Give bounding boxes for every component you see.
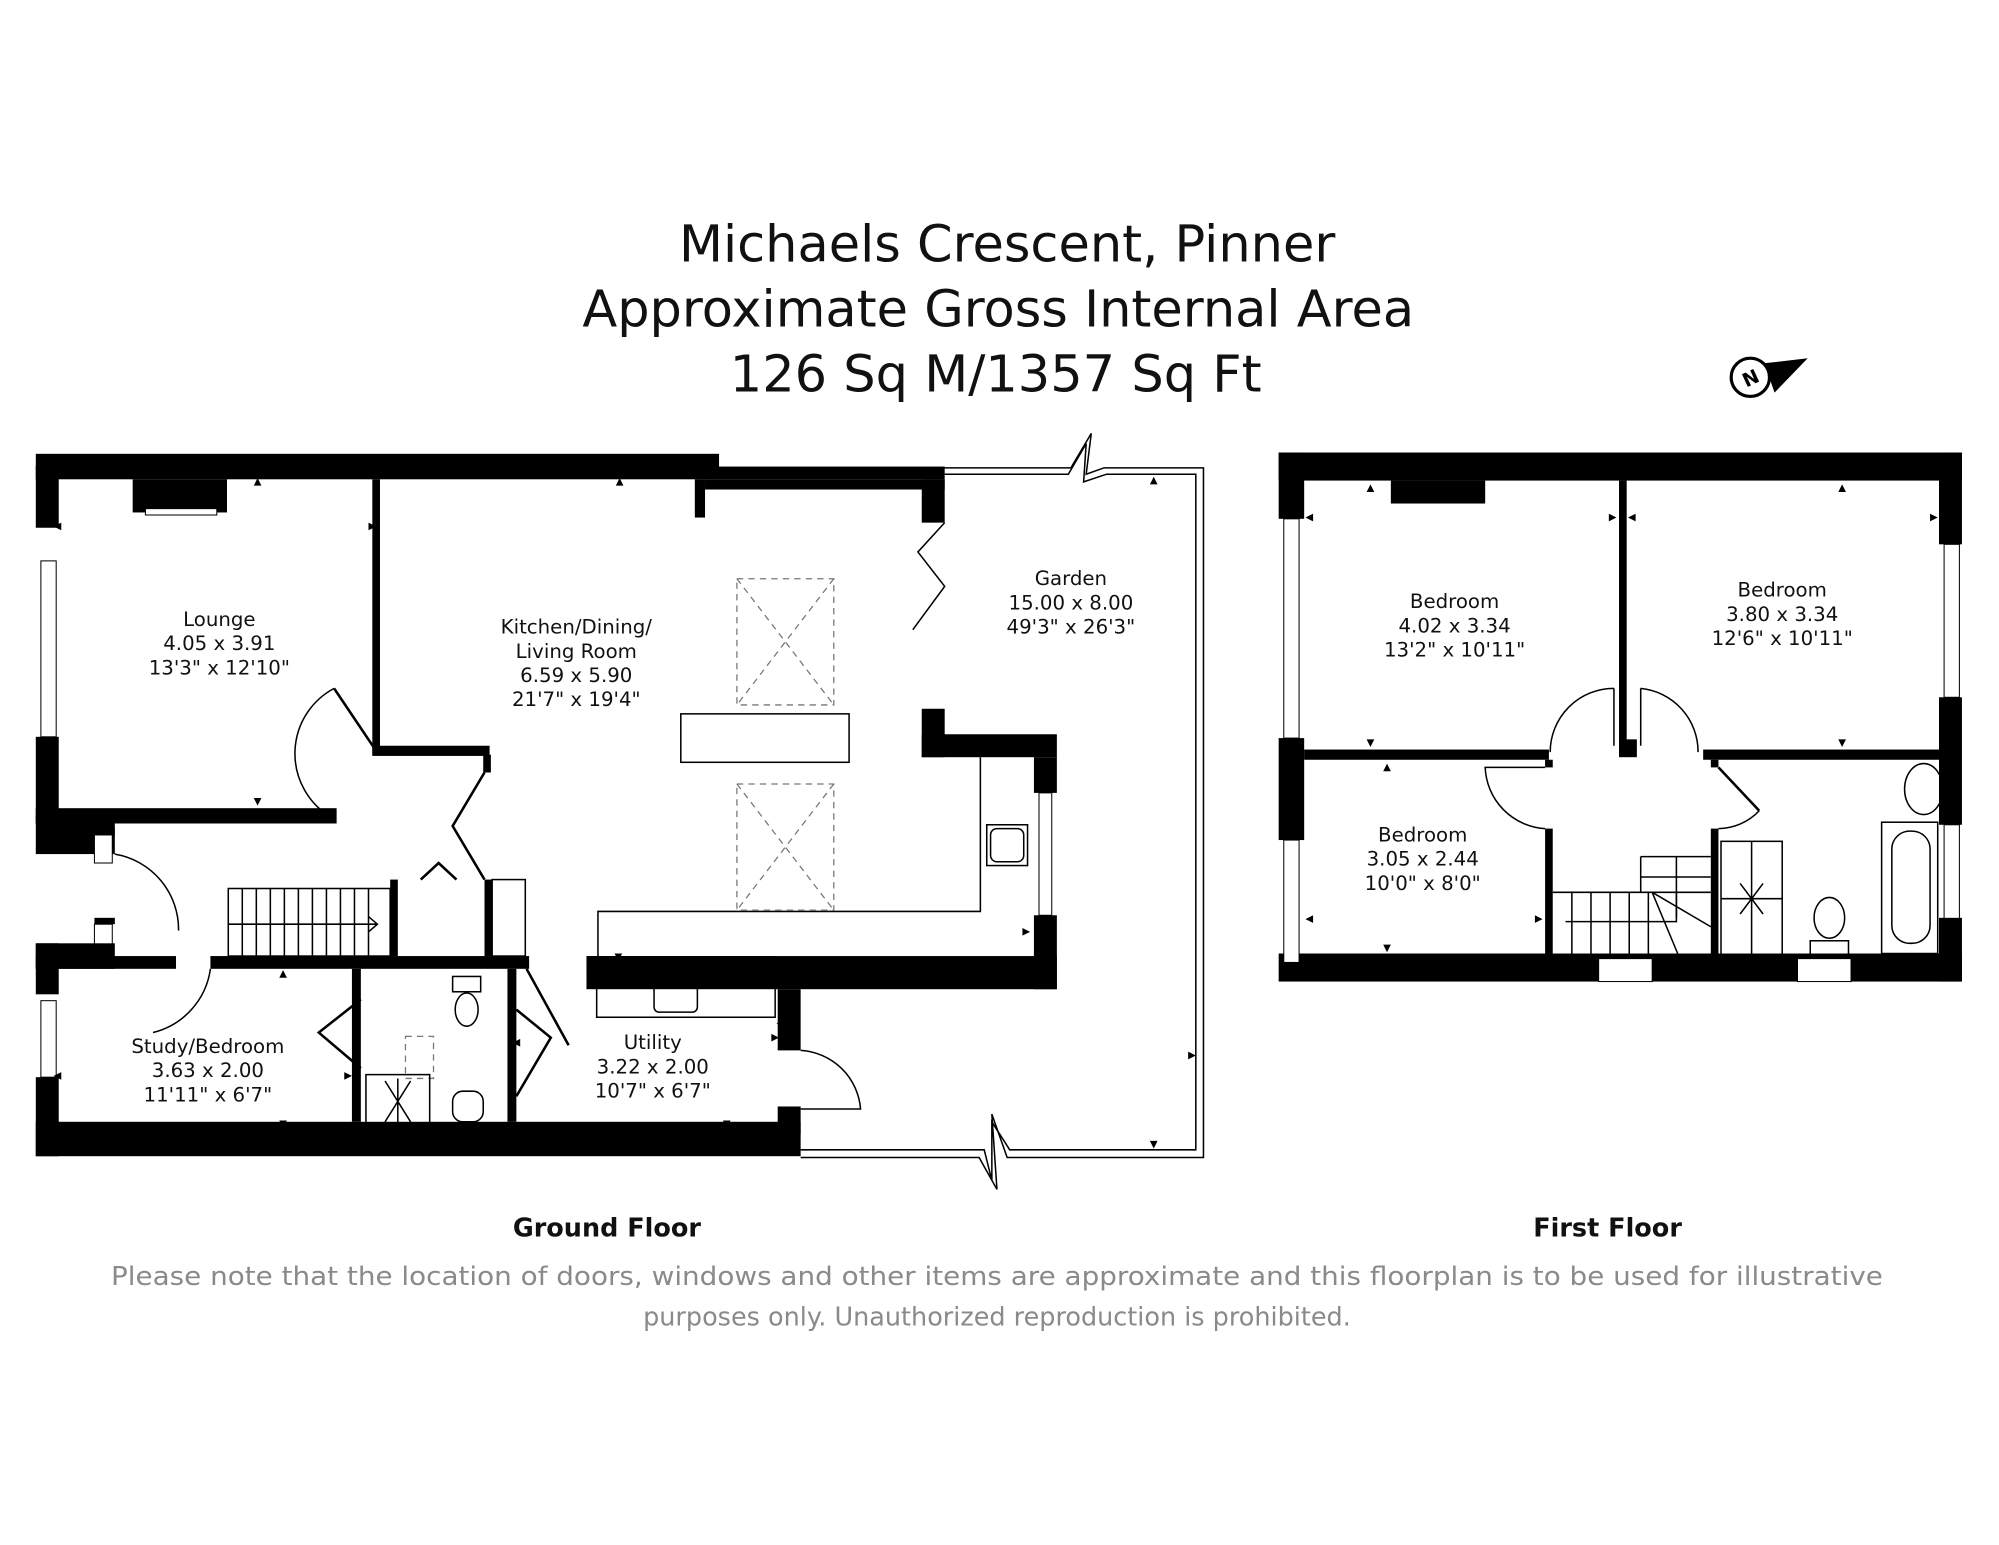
- room-label-garden: Garden 15.00 x 8.00 49'3" x 26'3": [1007, 567, 1136, 638]
- ground-floor-plan: Lounge 4.05 x 3.91 13'3" x 12'10" Kitche…: [35, 433, 1205, 1190]
- plan-title: Michaels Crescent, Pinner Approximate Gr…: [582, 215, 1414, 404]
- room-label-utility: Utility 3.22 x 2.00 10'7" x 6'7": [595, 1031, 711, 1102]
- compass-label: N: [1739, 365, 1763, 393]
- first-floor-plan: Bedroom 4.02 x 3.34 13'2" x 10'11" Bedro…: [1278, 452, 1962, 983]
- disclaimer: Please note that the location of doors, …: [111, 1262, 1883, 1333]
- room-label-lounge: Lounge 4.05 x 3.91 13'3" x 12'10": [149, 608, 290, 679]
- disclaimer-line-2: purposes only. Unauthorized reproduction…: [643, 1303, 1351, 1333]
- svg-text:Lounge: Lounge: [183, 608, 255, 631]
- svg-text:Garden: Garden: [1035, 567, 1107, 590]
- door: [114, 687, 486, 1034]
- svg-text:3.80 x 3.34: 3.80 x 3.34: [1726, 603, 1838, 626]
- room-label-study: Study/Bedroom 3.63 x 2.00 11'11" x 6'7": [131, 1035, 284, 1106]
- svg-text:21'7" x 19'4": 21'7" x 19'4": [512, 688, 641, 711]
- disclaimer-line-1: Please note that the location of doors, …: [111, 1262, 1883, 1292]
- svg-text:4.05 x 3.91: 4.05 x 3.91: [163, 632, 275, 655]
- svg-text:3.22 x 2.00: 3.22 x 2.00: [597, 1055, 709, 1078]
- svg-text:Bedroom: Bedroom: [1410, 590, 1499, 613]
- first-floor-label: First Floor: [1533, 1214, 1682, 1244]
- skylight: [736, 578, 835, 911]
- svg-text:49'3" x 26'3": 49'3" x 26'3": [1007, 616, 1136, 639]
- svg-text:Bedroom: Bedroom: [1738, 579, 1827, 602]
- svg-text:10'7" x 6'7": 10'7" x 6'7": [595, 1080, 711, 1103]
- title-area-value: 126 Sq M/1357 Sq Ft: [730, 345, 1262, 404]
- svg-text:4.02 x 3.34: 4.02 x 3.34: [1398, 614, 1510, 637]
- room-label-bedroom-3: Bedroom 3.05 x 2.44 10'0" x 8'0": [1365, 823, 1481, 894]
- svg-text:12'6" x 10'11": 12'6" x 10'11": [1712, 627, 1853, 650]
- svg-text:15.00 x 8.00: 15.00 x 8.00: [1009, 591, 1134, 614]
- svg-text:6.59 x 5.90: 6.59 x 5.90: [520, 664, 632, 687]
- staircase: [227, 887, 391, 957]
- svg-text:Living Room: Living Room: [516, 640, 637, 663]
- svg-text:3.05 x 2.44: 3.05 x 2.44: [1367, 848, 1479, 871]
- svg-text:Kitchen/Dining/: Kitchen/Dining/: [501, 616, 653, 639]
- ground-floor-label: Ground Floor: [513, 1214, 702, 1244]
- staircase: [1552, 855, 1712, 954]
- svg-text:10'0" x 8'0": 10'0" x 8'0": [1365, 872, 1481, 895]
- north-arrow-icon: N: [1729, 356, 1808, 399]
- room-label-bedroom-1: Bedroom 4.02 x 3.34 13'2" x 10'11": [1384, 590, 1525, 661]
- garden-boundary: [800, 433, 1205, 1190]
- svg-text:13'2" x 10'11": 13'2" x 10'11": [1384, 638, 1525, 661]
- svg-text:3.63 x 2.00: 3.63 x 2.00: [152, 1059, 264, 1082]
- svg-text:13'3" x 12'10": 13'3" x 12'10": [149, 656, 290, 679]
- svg-text:Utility: Utility: [624, 1031, 682, 1054]
- svg-text:11'11" x 6'7": 11'11" x 6'7": [144, 1083, 273, 1106]
- door: [1484, 687, 1761, 830]
- svg-text:Study/Bedroom: Study/Bedroom: [131, 1035, 284, 1058]
- room-label-kitchen: Kitchen/Dining/ Living Room 6.59 x 5.90 …: [501, 616, 653, 712]
- room-label-bedroom-2: Bedroom 3.80 x 3.34 12'6" x 10'11": [1712, 579, 1853, 650]
- title-address: Michaels Crescent, Pinner: [679, 215, 1335, 274]
- title-area-label: Approximate Gross Internal Area: [582, 280, 1414, 339]
- svg-text:Bedroom: Bedroom: [1378, 823, 1467, 846]
